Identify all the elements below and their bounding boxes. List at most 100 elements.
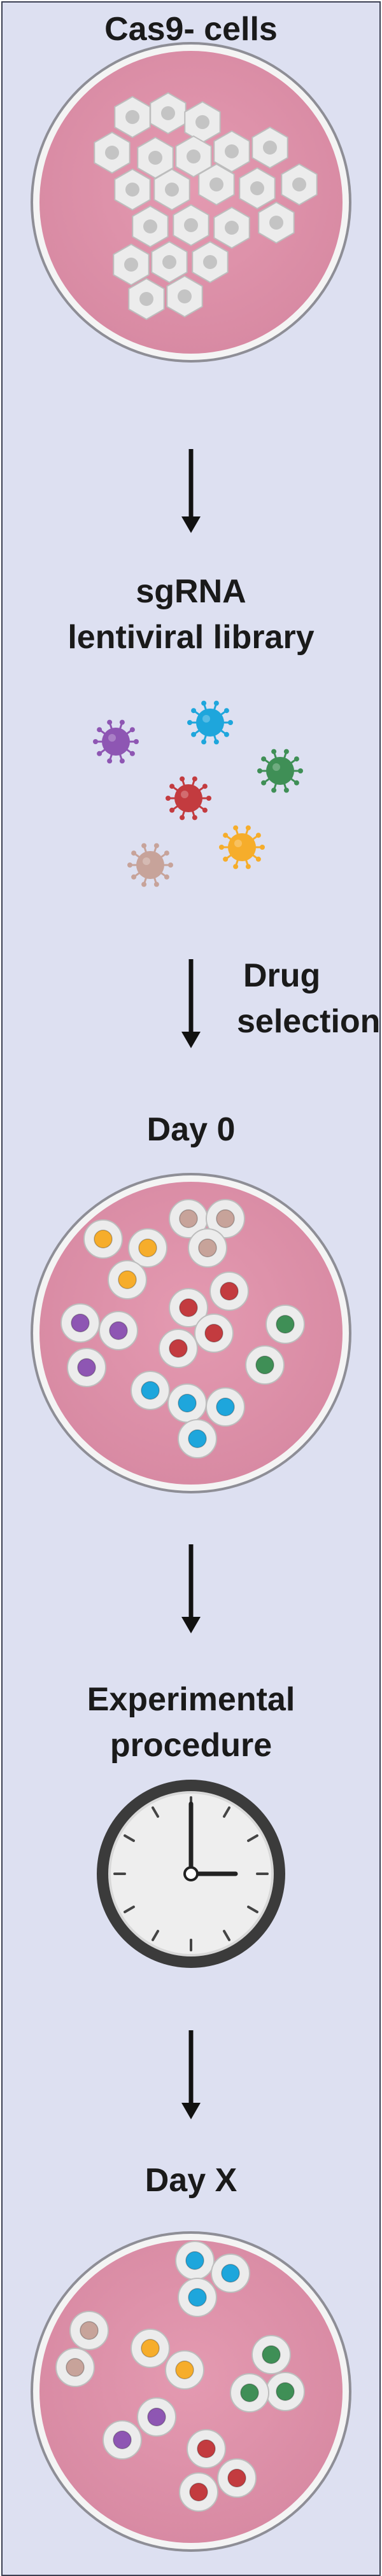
- cell-nucleus: [240, 2383, 259, 2402]
- virus-spike-tip: [107, 719, 113, 725]
- virus-spike-tip: [141, 843, 147, 848]
- cell-nucleus: [189, 2483, 208, 2502]
- virus-spike-tip: [245, 864, 251, 869]
- cell-nucleus: [225, 221, 239, 235]
- virus-spike-tip: [233, 864, 239, 869]
- virus-spike-tip: [223, 708, 229, 714]
- virus-spike-tip: [169, 784, 175, 789]
- virus-spike-tip: [192, 815, 197, 821]
- cell-nucleus: [178, 289, 192, 303]
- cell-nucleus: [292, 177, 306, 191]
- clock-tick: [223, 1806, 230, 1818]
- down-arrow-icon: [181, 449, 201, 533]
- cell-nucleus: [71, 1313, 90, 1333]
- virus-spike-tip: [119, 719, 125, 725]
- cell-nucleus: [109, 1321, 128, 1340]
- virus-spike-tip: [233, 825, 239, 831]
- virus-spike-tip: [245, 825, 251, 831]
- virus-spike-tip: [153, 843, 159, 848]
- cell-nucleus: [66, 2358, 85, 2377]
- cell-nucleus: [147, 2407, 166, 2427]
- virus-spike-tip: [283, 787, 289, 793]
- virus-spike-tip: [255, 833, 261, 838]
- virus-spike-tip: [191, 731, 197, 737]
- clock-tick: [247, 1906, 258, 1913]
- cell-nucleus: [148, 151, 162, 165]
- virus-spike-tip: [271, 749, 277, 754]
- cell-nucleus: [276, 1315, 295, 1334]
- cell-nucleus: [141, 1381, 160, 1400]
- virus-spike-tip: [164, 850, 169, 856]
- virus-spike-tip: [153, 882, 159, 887]
- down-arrow-icon: [181, 1544, 201, 1633]
- virus-spike-tip: [191, 708, 197, 714]
- virus-spike-tip: [223, 833, 229, 838]
- procedure-label-line2: procedure: [110, 1727, 272, 1764]
- virus-body: [266, 757, 294, 785]
- cell-nucleus: [179, 1298, 198, 1317]
- virus-spike-tip: [298, 768, 303, 773]
- arrow-head: [181, 1032, 201, 1048]
- virus-spike-tip: [93, 739, 98, 744]
- cell-nucleus: [125, 183, 139, 197]
- virus-group: [93, 700, 303, 887]
- library-label-line1: sgRNA: [136, 573, 246, 610]
- cell-nucleus: [162, 255, 176, 269]
- virus-spike-tip: [219, 845, 224, 850]
- cell-nucleus: [195, 115, 209, 129]
- virus-spike-tip: [201, 739, 207, 745]
- virus-spike-tip: [228, 720, 233, 725]
- cell-nucleus: [188, 1429, 207, 1448]
- virus-spike-tip: [206, 796, 211, 801]
- virus-spike-tip: [134, 739, 139, 744]
- petri-dish-icon: [31, 2231, 351, 2552]
- virus-spike-tip: [119, 758, 125, 764]
- cell-nucleus: [143, 219, 157, 233]
- cell-nucleus: [113, 2430, 132, 2449]
- petri-dish-icon: [31, 42, 351, 363]
- start-label: Cas9- cells: [104, 11, 278, 48]
- cell-nucleus: [220, 1282, 239, 1301]
- petri-dish-icon: [31, 1173, 351, 1493]
- virus-spike-tip: [180, 815, 185, 821]
- cell-nucleus: [216, 1397, 235, 1416]
- virus-body: [136, 851, 164, 879]
- virus-spike-tip: [271, 787, 277, 793]
- cell-nucleus: [225, 144, 239, 158]
- virus-spike-tip: [129, 727, 135, 733]
- selection-label-line1: Drug: [243, 957, 321, 994]
- virus-spike-tip: [180, 776, 185, 782]
- cell-nucleus: [165, 183, 179, 197]
- cell-nucleus: [209, 177, 223, 191]
- clock-icon: [97, 1780, 285, 1968]
- cell-nucleus: [185, 2251, 204, 2270]
- virus-spike-tip: [257, 768, 262, 773]
- arrow-head: [181, 2103, 201, 2119]
- cell-nucleus: [216, 1209, 235, 1228]
- virus-spike-tip: [201, 700, 207, 706]
- cell-nucleus: [179, 1209, 198, 1228]
- cell-nucleus: [161, 106, 175, 120]
- virus-spike-tip: [169, 807, 175, 813]
- virus-spike-tip: [255, 856, 261, 862]
- virus-highlight: [234, 840, 242, 847]
- library-label-line2: lentiviral library: [67, 619, 315, 656]
- cell-nucleus: [263, 141, 277, 155]
- clock-tick: [247, 1834, 258, 1842]
- dish-medium: [39, 2240, 343, 2543]
- cell-nucleus: [105, 146, 119, 160]
- cell-nucleus: [80, 2321, 99, 2340]
- virus-spike-tip: [129, 751, 135, 756]
- virus-spike-tip: [192, 776, 197, 782]
- cell-nucleus: [175, 2360, 194, 2379]
- selection-label-line2: selection: [237, 1003, 381, 1040]
- cell-nucleus: [197, 2439, 216, 2458]
- clock-tick: [152, 1930, 159, 1941]
- down-arrow-icon: [181, 959, 201, 1048]
- cell-nucleus: [77, 1358, 96, 1377]
- virus-body: [102, 728, 130, 756]
- cell-nucleus: [221, 2264, 240, 2283]
- cell-nucleus: [178, 1394, 197, 1413]
- virus-spike-tip: [261, 780, 267, 786]
